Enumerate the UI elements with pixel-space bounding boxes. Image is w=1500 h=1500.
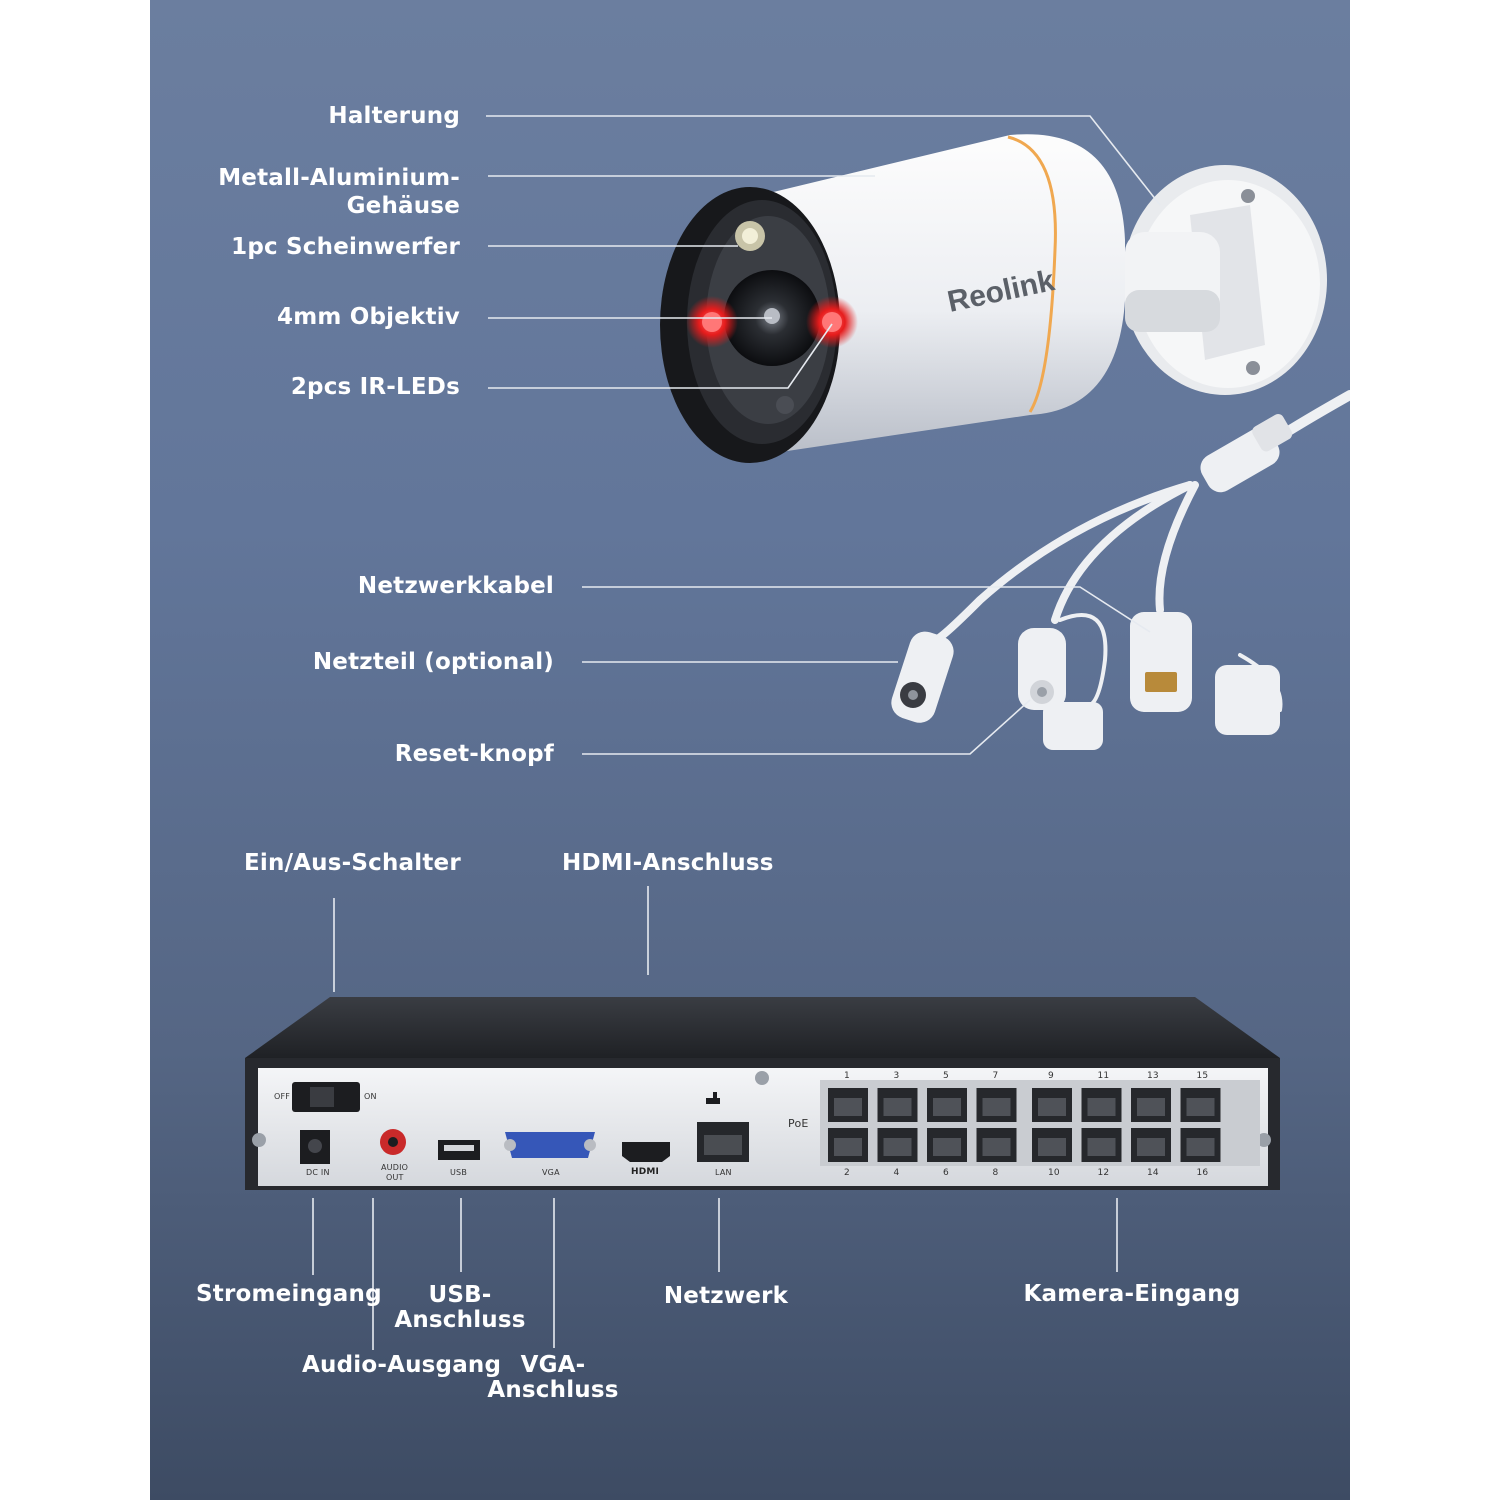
camera-mount (1123, 165, 1327, 395)
rj45-connector (1130, 612, 1280, 735)
nvr-device (245, 997, 1280, 1190)
hdmi-text: HDMI (631, 1167, 660, 1177)
switch-off-text: OFF (274, 1092, 291, 1101)
port-number: 14 (1147, 1168, 1159, 1178)
poe-port-contacts (982, 1138, 1011, 1156)
port-number: 12 (1097, 1168, 1110, 1178)
label-power-switch: Ein/Aus-Schalter (244, 850, 461, 876)
label-vga-line1: VGA- (520, 1352, 586, 1378)
usb-text: USB (450, 1168, 468, 1177)
label-network-cable: Netzwerkkabel (357, 573, 554, 599)
camera-leader-lines (486, 115, 1161, 755)
poe-port-contacts (1087, 1138, 1116, 1156)
poe-port-contacts (1186, 1138, 1215, 1156)
cable-splitter (1200, 414, 1293, 493)
port-number: 8 (992, 1168, 999, 1178)
label-reset-button: Reset-knopf (394, 741, 554, 767)
label-mount: Halterung (328, 103, 460, 129)
nvr-leader-lines (312, 886, 1118, 1350)
label-usb-line2: Anschluss (394, 1307, 526, 1333)
product-illustration: Reolink (245, 115, 1350, 1350)
port-number: 2 (844, 1168, 850, 1178)
reset-connector (1018, 628, 1103, 750)
poe-port-contacts (933, 1138, 961, 1156)
label-lens: 4mm Objektiv (276, 304, 460, 330)
poe-port-contacts (1087, 1098, 1116, 1116)
port-number: 15 (1196, 1071, 1209, 1081)
power-connector (891, 631, 954, 723)
dc-in-text: DC IN (306, 1168, 330, 1177)
port-number: 11 (1097, 1071, 1110, 1081)
audio-text: AUDIO (381, 1163, 409, 1172)
hdmi-port[interactable] (622, 1142, 670, 1162)
out-text: OUT (386, 1173, 404, 1182)
label-camera-input: Kamera-Eingang (1023, 1281, 1241, 1307)
poe-port-contacts (883, 1098, 912, 1116)
poe-port-contacts (834, 1098, 862, 1116)
port-number: 5 (943, 1071, 949, 1081)
port-number: 7 (992, 1071, 999, 1081)
camera-body: Reolink (660, 134, 1125, 463)
poe-port-contacts (1038, 1098, 1066, 1116)
label-housing-line2: Gehäuse (346, 193, 460, 219)
label-audio-out: Audio-Ausgang (302, 1352, 502, 1378)
switch-on-text: ON (364, 1092, 377, 1101)
port-number: 3 (893, 1071, 900, 1081)
vga-text: VGA (542, 1168, 560, 1177)
label-usb-line1: USB- (428, 1282, 492, 1308)
label-hdmi: HDMI-Anschluss (562, 850, 774, 876)
vga-port[interactable] (505, 1132, 595, 1158)
label-housing-line1: Metall-Aluminium- (218, 165, 460, 191)
port-number: 9 (1048, 1071, 1054, 1081)
poe-port-contacts (1038, 1138, 1066, 1156)
label-network: Netzwerk (663, 1283, 789, 1309)
poe-port-contacts (1137, 1138, 1165, 1156)
poe-port-contacts (883, 1138, 912, 1156)
port-number: 16 (1196, 1168, 1209, 1178)
poe-port-block (828, 1088, 1221, 1162)
label-power-in: Stromeingang (196, 1281, 382, 1307)
poe-port-contacts (982, 1098, 1011, 1116)
label-power-adapter: Netzteil (optional) (312, 649, 554, 675)
label-spotlight: 1pc Scheinwerfer (231, 234, 460, 260)
port-number: 10 (1048, 1168, 1060, 1178)
poe-port-contacts (1137, 1098, 1165, 1116)
port-number: 13 (1147, 1071, 1159, 1081)
port-number: 4 (893, 1168, 900, 1178)
poe-port-contacts (933, 1098, 961, 1116)
poe-port-contacts (1186, 1098, 1215, 1116)
port-number: 1 (844, 1071, 850, 1081)
port-number: 6 (943, 1168, 949, 1178)
label-ir-leds: 2pcs IR-LEDs (290, 374, 460, 400)
lan-text: LAN (715, 1168, 732, 1177)
label-vga-line2: Anschluss (487, 1377, 619, 1403)
product-panel: Reolink (150, 0, 1350, 1500)
poe-port-contacts (834, 1138, 862, 1156)
poe-text: PoE (788, 1117, 809, 1130)
